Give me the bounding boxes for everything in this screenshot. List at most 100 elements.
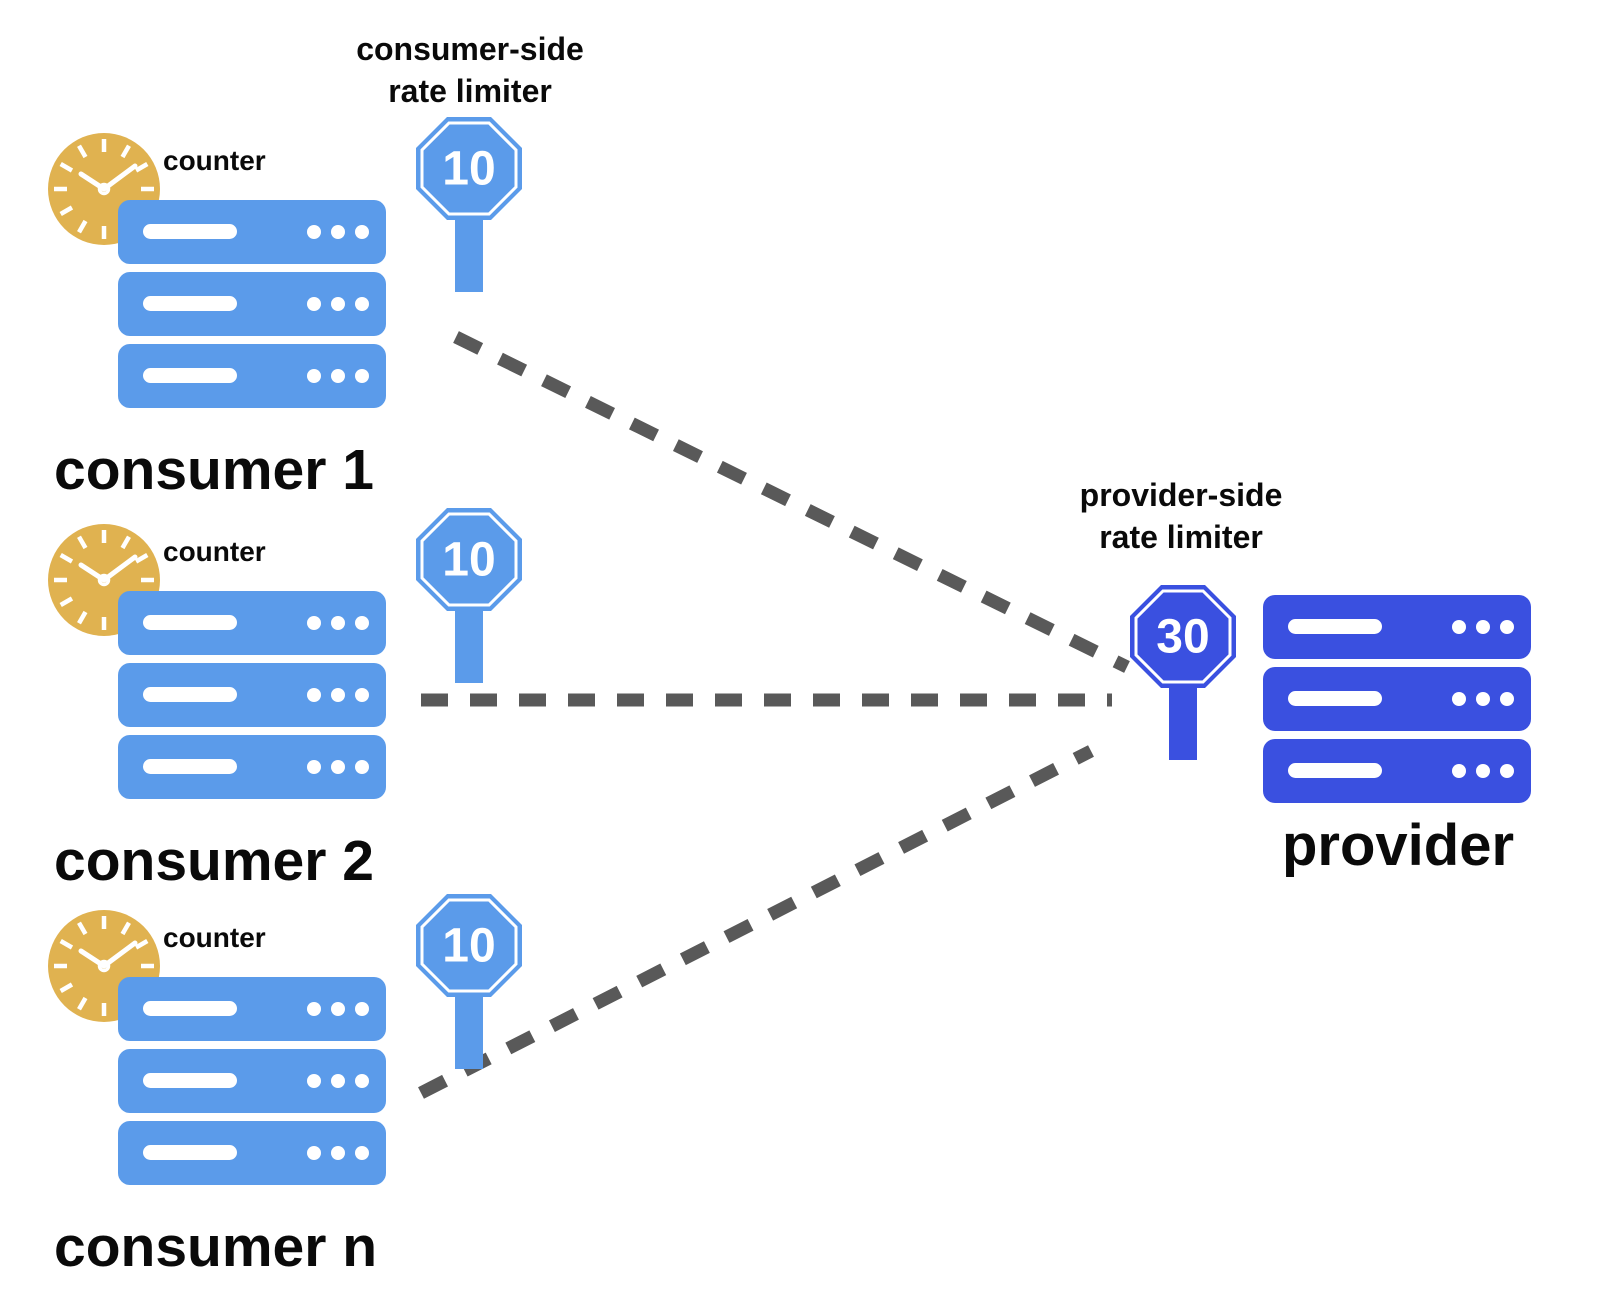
- consumer-limiter-label-line2: rate limiter: [388, 73, 552, 109]
- server-slot: [143, 224, 237, 239]
- server-row: [118, 977, 386, 1041]
- server-row: [118, 1121, 386, 1185]
- octagon-sign-icon: [416, 508, 522, 611]
- counter-label: counter: [163, 922, 266, 953]
- led-dot: [307, 688, 321, 702]
- led-dot: [307, 760, 321, 774]
- octagon-sign-icon: [416, 117, 522, 220]
- consumer-rate-limit-sign-icon: 10: [416, 894, 522, 1069]
- led-dot: [307, 369, 321, 383]
- consumer-n-group: counter: [40, 894, 560, 1294]
- consumer-2-group: counter: [40, 508, 560, 908]
- consumer-side-limiter-label: consumer-side rate limiter: [320, 28, 620, 112]
- led-dot: [1500, 620, 1514, 634]
- sign-post: [455, 606, 483, 683]
- led-dot: [331, 1074, 345, 1088]
- consumer-name-label: consumer 2: [54, 829, 374, 893]
- server-row: [118, 344, 386, 408]
- server-row: [1263, 595, 1531, 659]
- led-dot: [331, 688, 345, 702]
- server-slot: [1288, 619, 1382, 634]
- provider-server-stack: [1263, 595, 1531, 803]
- consumer-limiter-label-line1: consumer-side: [356, 31, 584, 67]
- server-slot: [1288, 763, 1382, 778]
- rate-limit-value: 10: [442, 143, 495, 196]
- server-row: [118, 663, 386, 727]
- led-dot: [307, 225, 321, 239]
- server-slot: [143, 296, 237, 311]
- led-dot: [1476, 692, 1490, 706]
- clock-ticks: [54, 139, 154, 239]
- consumer-1-group: counter: [40, 117, 560, 517]
- minute-hand: [101, 554, 138, 583]
- server-row: [118, 735, 386, 799]
- rate-limit-value: 10: [442, 920, 495, 973]
- consumer-name-label: consumer 1: [54, 438, 374, 502]
- led-dot: [355, 1074, 369, 1088]
- led-dot: [355, 297, 369, 311]
- server-row: [118, 272, 386, 336]
- led-dot: [331, 369, 345, 383]
- led-dot: [307, 1146, 321, 1160]
- server-slot: [143, 759, 237, 774]
- led-dot: [1500, 764, 1514, 778]
- minute-hand: [101, 163, 138, 192]
- consumer-rate-limit-sign-icon: 10: [416, 117, 522, 292]
- server-slot: [143, 1001, 237, 1016]
- provider-name-label: provider: [1281, 813, 1515, 878]
- led-dot: [1452, 620, 1466, 634]
- led-dot: [1500, 692, 1514, 706]
- minute-hand: [101, 940, 138, 969]
- provider-limiter-label-line2: rate limiter: [1099, 519, 1263, 555]
- consumer-server-stack: [118, 200, 386, 408]
- led-dot: [1476, 620, 1490, 634]
- clock-ticks: [54, 530, 154, 630]
- rate-limit-value: 30: [1156, 611, 1209, 664]
- server-slot: [143, 1073, 237, 1088]
- sign-post: [1169, 683, 1197, 760]
- led-dot: [331, 225, 345, 239]
- led-dot: [331, 760, 345, 774]
- server-slot: [1288, 691, 1382, 706]
- led-dot: [355, 616, 369, 630]
- led-dot: [355, 1146, 369, 1160]
- server-row: [118, 1049, 386, 1113]
- server-row: [1263, 739, 1531, 803]
- led-dot: [307, 297, 321, 311]
- led-dot: [355, 688, 369, 702]
- server-slot: [143, 1145, 237, 1160]
- led-dot: [307, 1002, 321, 1016]
- rate-limit-value: 10: [442, 534, 495, 587]
- led-dot: [1476, 764, 1490, 778]
- octagon-sign-icon: [1130, 585, 1236, 688]
- server-slot: [143, 687, 237, 702]
- led-dot: [1452, 692, 1466, 706]
- led-dot: [331, 1002, 345, 1016]
- counter-label: counter: [163, 536, 266, 567]
- led-dot: [355, 760, 369, 774]
- led-dot: [1452, 764, 1466, 778]
- led-dot: [355, 369, 369, 383]
- server-row: [1263, 667, 1531, 731]
- provider-limiter-label-line1: provider-side: [1079, 477, 1283, 513]
- server-row: [118, 591, 386, 655]
- led-dot: [331, 616, 345, 630]
- consumer-rate-limit-sign-icon: 10: [416, 508, 522, 683]
- sign-post: [455, 992, 483, 1069]
- consumer-server-stack: [118, 977, 386, 1185]
- led-dot: [331, 297, 345, 311]
- sign-post: [455, 215, 483, 292]
- octagon-sign-icon: [416, 894, 522, 997]
- provider-rate-limit-sign-icon: 30: [1130, 585, 1236, 760]
- consumer-name-label: consumer n: [54, 1215, 378, 1279]
- consumer-server-stack: [118, 591, 386, 799]
- provider-side-limiter-label: provider-side rate limiter: [1031, 474, 1331, 558]
- led-dot: [355, 225, 369, 239]
- counter-label: counter: [163, 145, 266, 176]
- led-dot: [355, 1002, 369, 1016]
- server-slot: [143, 368, 237, 383]
- server-slot: [143, 615, 237, 630]
- server-row: [118, 200, 386, 264]
- led-dot: [331, 1146, 345, 1160]
